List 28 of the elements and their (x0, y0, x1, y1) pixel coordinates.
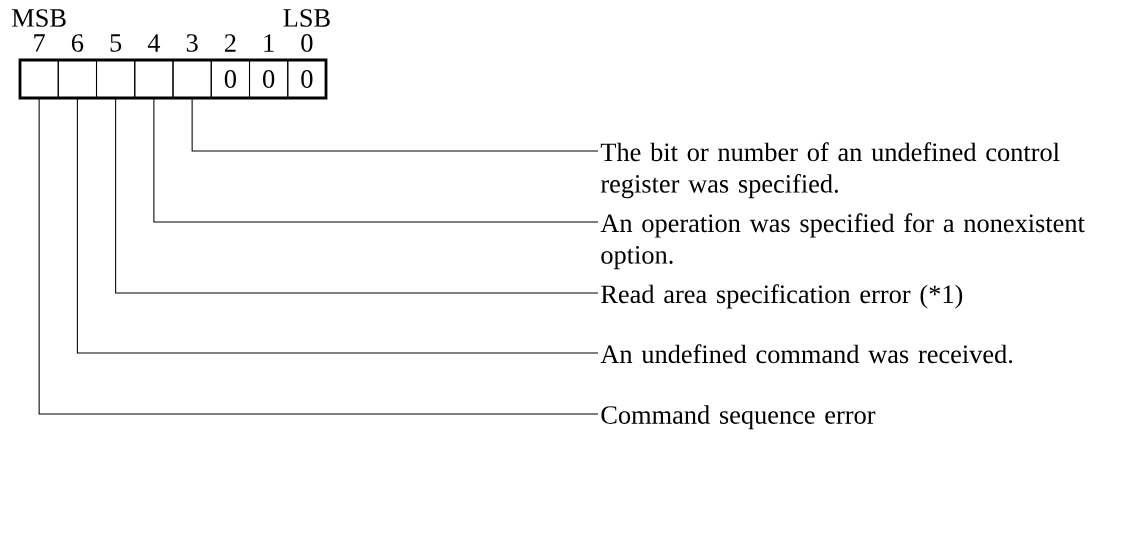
bit-cell: 0 (287, 59, 327, 99)
description-text: Read area specification error (*1) (601, 284, 963, 309)
bit-cell (134, 59, 174, 99)
bit-number: 1 (264, 34, 274, 52)
bit-number: 6 (71, 34, 84, 52)
bit-cell (19, 59, 59, 99)
leader-line (38, 98, 599, 415)
description-text: The bit or number of an undefined control register was specified. (600, 142, 1060, 199)
bit-number: 7 (34, 34, 45, 52)
bit-cell (96, 59, 136, 99)
leader-line (191, 98, 599, 152)
bit-number: 5 (110, 34, 122, 52)
description-text: Command sequence error (601, 405, 876, 430)
leader-line (76, 98, 599, 354)
leader-line (153, 98, 599, 223)
description-text: An operation was specified for a nonexistent option. (600, 213, 1085, 270)
bit-number: 3 (186, 34, 198, 52)
bit-cell (172, 59, 212, 99)
bit-cell: 0 (249, 59, 289, 99)
lsb-label: LSB (283, 9, 330, 27)
bit-number: 4 (147, 34, 161, 52)
bit-number: 2 (224, 34, 236, 52)
bit-cell (57, 59, 98, 99)
msb-label: MSB (12, 9, 66, 27)
description-text: An undefined command was received. (600, 344, 1013, 364)
bit-cell: 0 (210, 59, 251, 99)
bit-number: 0 (301, 34, 313, 52)
leader-line (115, 98, 599, 294)
